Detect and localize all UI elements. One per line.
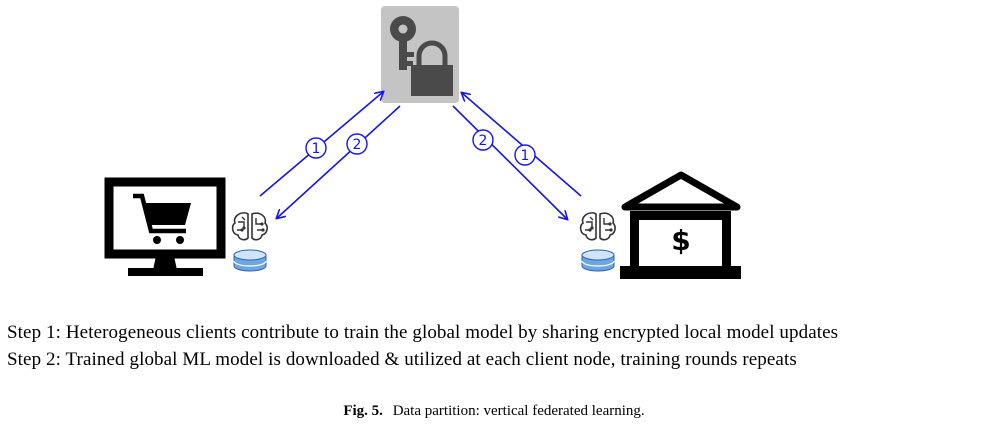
- figure-caption: Fig. 5. Data partition: vertical federat…: [0, 403, 988, 420]
- dollar-sign: $: [671, 224, 690, 257]
- database-icon: [233, 249, 267, 272]
- bank-icon: $: [620, 171, 741, 279]
- svg-text:2: 2: [479, 133, 488, 149]
- key-lock-icon: [381, 6, 459, 103]
- diagram: $ 1 2 2 1: [104, 6, 741, 279]
- svg-text:1: 1: [312, 141, 321, 157]
- shopping-cart-monitor-icon: [104, 177, 226, 276]
- step-1-text: Step 1: Heterogeneous clients contribute…: [7, 322, 839, 343]
- step-marker: 2: [472, 129, 494, 151]
- step-marker: 2: [346, 133, 368, 155]
- arrow-server-to-client2: [452, 105, 567, 219]
- brain-circuit-icon: [579, 212, 616, 241]
- figure-label: Fig. 5.: [343, 403, 383, 419]
- step-marker: 1: [514, 144, 536, 166]
- step-marker: 1: [305, 137, 327, 159]
- step-2-text: Step 2: Trained global ML model is downl…: [7, 349, 797, 370]
- brain-circuit-icon: [231, 212, 268, 241]
- svg-text:1: 1: [521, 148, 530, 164]
- svg-text:2: 2: [353, 137, 362, 153]
- figure-caption-text: Data partition: vertical federated learn…: [392, 403, 645, 419]
- arrow-server-to-client1: [277, 105, 401, 218]
- arrow-client2-to-server: [462, 93, 582, 197]
- database-icon: [581, 249, 615, 272]
